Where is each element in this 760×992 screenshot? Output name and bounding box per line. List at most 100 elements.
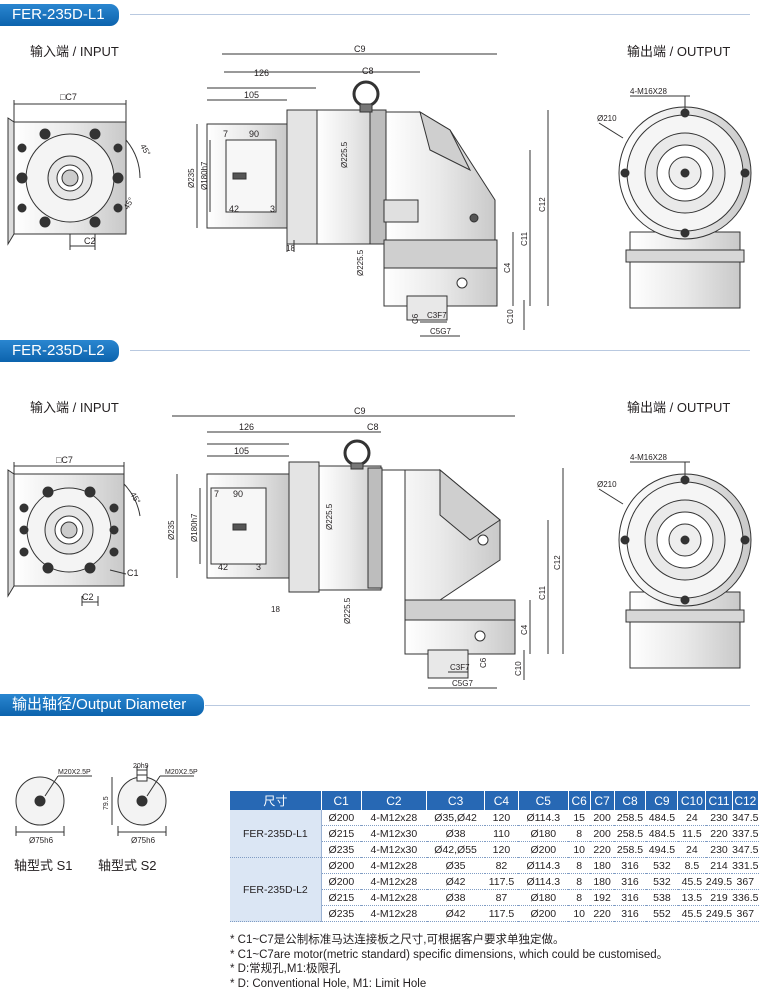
- dim-c11: C11: [538, 585, 547, 600]
- table-cell: 200: [590, 810, 615, 826]
- table-cell: Ø42: [426, 905, 485, 922]
- table-cell: 4-M12x30: [361, 841, 427, 858]
- table-cell: Ø180: [518, 825, 569, 842]
- table-cell: 4-M12x28: [361, 810, 427, 826]
- table-cell: 538: [645, 889, 678, 906]
- table-cell: 552: [645, 905, 678, 922]
- table-cell: 11.5: [677, 825, 706, 842]
- l1-side-view: [196, 53, 549, 337]
- dim-c6: C6: [411, 313, 420, 324]
- table-cell: Ø215: [321, 825, 362, 842]
- dim-3: 3: [256, 562, 261, 572]
- col-header: 尺寸: [230, 791, 322, 810]
- table-cell: 337.5: [732, 825, 759, 842]
- note-line: * D:常规孔,M1:极限孔: [230, 963, 341, 976]
- table-cell: 15: [568, 810, 591, 826]
- table-cell: 13.5: [677, 889, 706, 906]
- dim-126: 126: [254, 68, 269, 78]
- dim-c4: C4: [520, 624, 529, 635]
- dim-c8: C8: [367, 422, 379, 432]
- col-header: C11: [705, 791, 733, 810]
- dim-42: 42: [218, 562, 228, 572]
- shaft-s1-label: 轴型式 S1: [14, 858, 73, 873]
- shaft-diameter: Ø75h6: [29, 836, 54, 845]
- table-cell: 45.5: [677, 905, 706, 922]
- dim-7: 7: [214, 489, 219, 499]
- table-cell: Ø114.3: [518, 857, 569, 874]
- dim-18: 18: [271, 605, 280, 614]
- table-cell: 484.5: [645, 825, 678, 842]
- dim-105: 105: [234, 446, 249, 456]
- dim-c2: C2: [82, 592, 94, 602]
- table-cell: 200: [590, 825, 615, 842]
- col-header: C2: [361, 791, 428, 810]
- table-cell: 180: [590, 857, 615, 874]
- dim-angle: 45°: [138, 143, 152, 158]
- col-header: C8: [614, 791, 647, 810]
- dim-c3f7: C3F7: [450, 663, 470, 672]
- table-cell: 10: [568, 905, 591, 922]
- dim-7: 7: [223, 129, 228, 139]
- table-cell: Ø180: [518, 889, 569, 906]
- dim-c12: C12: [538, 197, 547, 212]
- dim-126: 126: [239, 422, 254, 432]
- shaft-key-thread: M20X2.5P: [165, 769, 198, 776]
- input-label: 输入端 / INPUT: [30, 400, 119, 415]
- note-line: * C1~C7是公制标准马达连接板之尺寸,可根据客户要求单独定做。: [230, 934, 565, 946]
- table-cell: Ø235: [321, 841, 362, 858]
- divider: [130, 14, 750, 15]
- dim-m16: 4-M16X28: [630, 87, 667, 96]
- table-cell: Ø200: [321, 857, 362, 874]
- table-cell: 82: [484, 857, 519, 874]
- model-cell: FER-235D-L2: [230, 857, 322, 922]
- model-cell: FER-235D-L1: [230, 810, 322, 858]
- dim-c4: C4: [503, 262, 512, 273]
- table-cell: Ø215: [321, 889, 362, 906]
- dim-d235: Ø235: [187, 168, 196, 188]
- divider: [130, 350, 750, 351]
- table-cell: 316: [614, 905, 646, 922]
- dim-c10: C10: [506, 309, 515, 324]
- table-cell: 494.5: [645, 841, 678, 858]
- table-cell: 180: [590, 873, 615, 890]
- section-tab-l1: FER-235D-L1: [0, 4, 119, 26]
- dim-90: 90: [233, 489, 243, 499]
- table-cell: Ø200: [321, 873, 362, 890]
- table-cell: 120: [484, 841, 519, 858]
- col-header: C10: [677, 791, 707, 810]
- section-title: FER-235D-L1: [12, 6, 105, 23]
- spec-table: 尺寸 C1 C2 C3 C4 C5 C6 C7 C8 C9 C10 C11 C1…: [230, 791, 760, 922]
- table-cell: Ø42: [426, 873, 485, 890]
- dim-d2255: Ø225.5: [325, 503, 334, 530]
- dim-d210: Ø210: [597, 114, 617, 123]
- dim-d2255: Ø225.5: [340, 141, 349, 168]
- section-tab-l2: FER-235D-L2: [0, 340, 119, 362]
- table-cell: 87: [484, 889, 519, 906]
- table-cell: Ø200: [321, 810, 362, 826]
- table-cell: Ø42,Ø55: [426, 841, 485, 858]
- section-title: 输出轴径/Output Diameter: [12, 696, 187, 713]
- table-cell: 316: [614, 873, 646, 890]
- table-cell: 220: [705, 825, 733, 842]
- table-cell: 258.5: [614, 825, 646, 842]
- dim-c7: □C7: [56, 455, 73, 465]
- col-header: C7: [590, 791, 615, 810]
- table-cell: 4-M12x28: [361, 857, 427, 874]
- dim-angle: 45°: [128, 491, 142, 506]
- table-cell: 8.5: [677, 857, 706, 874]
- col-header: C5: [518, 791, 569, 810]
- table-cell: 219: [705, 889, 733, 906]
- shaft-key-thread: M20X2.5P: [58, 769, 91, 776]
- dim-105: 105: [244, 90, 259, 100]
- table-cell: 532: [645, 857, 678, 874]
- section-tab-output: 输出轴径/Output Diameter: [0, 694, 205, 716]
- dim-90: 90: [249, 129, 259, 139]
- dim-c5g7: C5G7: [452, 679, 473, 688]
